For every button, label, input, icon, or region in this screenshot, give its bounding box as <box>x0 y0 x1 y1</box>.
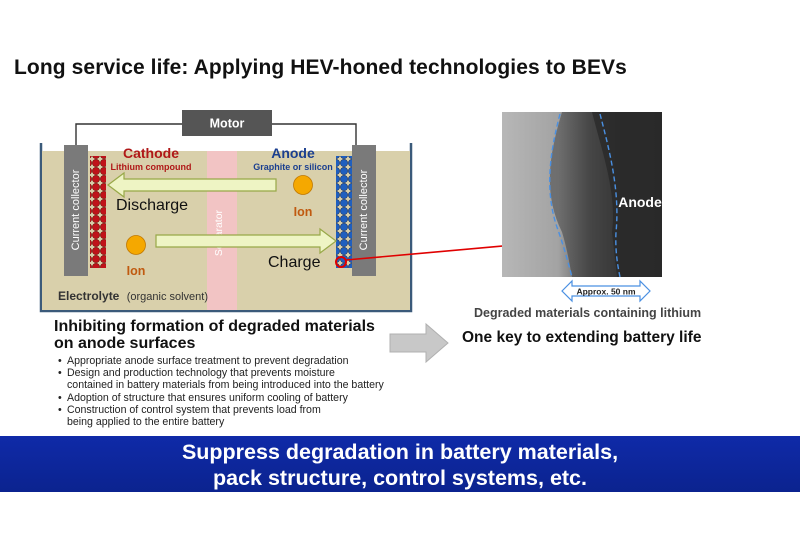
anode-sub-label: Graphite or silicon <box>253 162 333 172</box>
inhibit-title: Inhibiting formation of degraded materia… <box>54 318 375 352</box>
electrolyte-sub-label: (organic solvent) <box>127 291 208 303</box>
page-title: Long service life: Applying HEV-honed te… <box>14 56 627 79</box>
measure-item: Appropriate anode surface treatment to p… <box>56 355 456 367</box>
measure-line-cont: contained in battery materials from bein… <box>67 379 384 392</box>
separator <box>207 151 237 310</box>
cell-container <box>39 143 413 313</box>
current-collector-right <box>352 145 376 276</box>
cathode-particles <box>90 156 106 268</box>
ion-label-left: Ion <box>127 264 146 278</box>
anode-particles <box>336 156 352 268</box>
motor-label: Motor <box>210 117 245 131</box>
measure-line: Construction of control system that prev… <box>67 403 321 416</box>
tem-micrograph: Anode <box>502 112 662 277</box>
gray-arrow-icon <box>389 322 449 364</box>
tem-anode-label: Anode <box>618 194 662 210</box>
tem-caption: Degraded materials containing lithium <box>474 306 702 320</box>
discharge-arrow <box>107 171 277 199</box>
ion-dot-right <box>293 175 313 195</box>
measure-line: Appropriate anode surface treatment to p… <box>67 355 349 367</box>
current-collector-left-label: Current collector <box>70 169 82 250</box>
tem-boundary-outer <box>549 113 573 277</box>
scale-bar-arrow <box>561 279 651 303</box>
measure-item: Adoption of structure that ensures unifo… <box>56 392 456 404</box>
current-collector-right-label: Current collector <box>358 169 370 250</box>
anode-label: Anode <box>271 145 315 161</box>
ion-label-right: Ion <box>294 205 313 219</box>
electrolyte-text: Electrolyte (organic solvent) <box>58 289 208 303</box>
banner-line-2: pack structure, control systems, etc. <box>212 466 587 490</box>
measure-item: Design and production technology that pr… <box>56 367 456 391</box>
measure-line-cont: being applied to the entire battery <box>67 416 225 429</box>
scale-bar-label: Approx. 50 nm <box>576 287 635 297</box>
key-text: One key to extending battery life <box>462 329 702 346</box>
measure-line: Adoption of structure that ensures unifo… <box>67 391 348 404</box>
discharge-label: Discharge <box>116 197 188 214</box>
measures-list: Appropriate anode surface treatment to p… <box>56 355 456 428</box>
wire-left <box>75 123 182 148</box>
tem-boundary-inner <box>599 113 621 277</box>
ion-dot-left <box>126 235 146 255</box>
charge-label: Charge <box>268 254 321 271</box>
battery-diagram-svg: Motor Separator Current collector Curren… <box>39 110 413 313</box>
measure-item: Construction of control system that prev… <box>56 404 456 428</box>
electrolyte-label: Electrolyte <box>58 289 120 303</box>
scale-bar: Approx. 50 nm <box>561 279 651 303</box>
charge-arrow <box>155 227 337 255</box>
current-collector-left <box>64 145 88 276</box>
tem-micrograph-svg: Anode <box>502 112 662 277</box>
cathode-label: Cathode <box>123 145 179 161</box>
wire-right <box>272 123 357 148</box>
highlight-circle <box>335 256 347 268</box>
cathode-sub-label: Lithium compound <box>111 162 192 172</box>
measure-line: Design and production technology that pr… <box>67 367 335 380</box>
banner-line-1: Suppress degradation in battery material… <box>181 440 619 464</box>
summary-banner: Suppress degradation in battery material… <box>0 436 800 492</box>
battery-diagram: Motor Separator Current collector Curren… <box>36 103 416 313</box>
motor-box <box>182 110 272 136</box>
